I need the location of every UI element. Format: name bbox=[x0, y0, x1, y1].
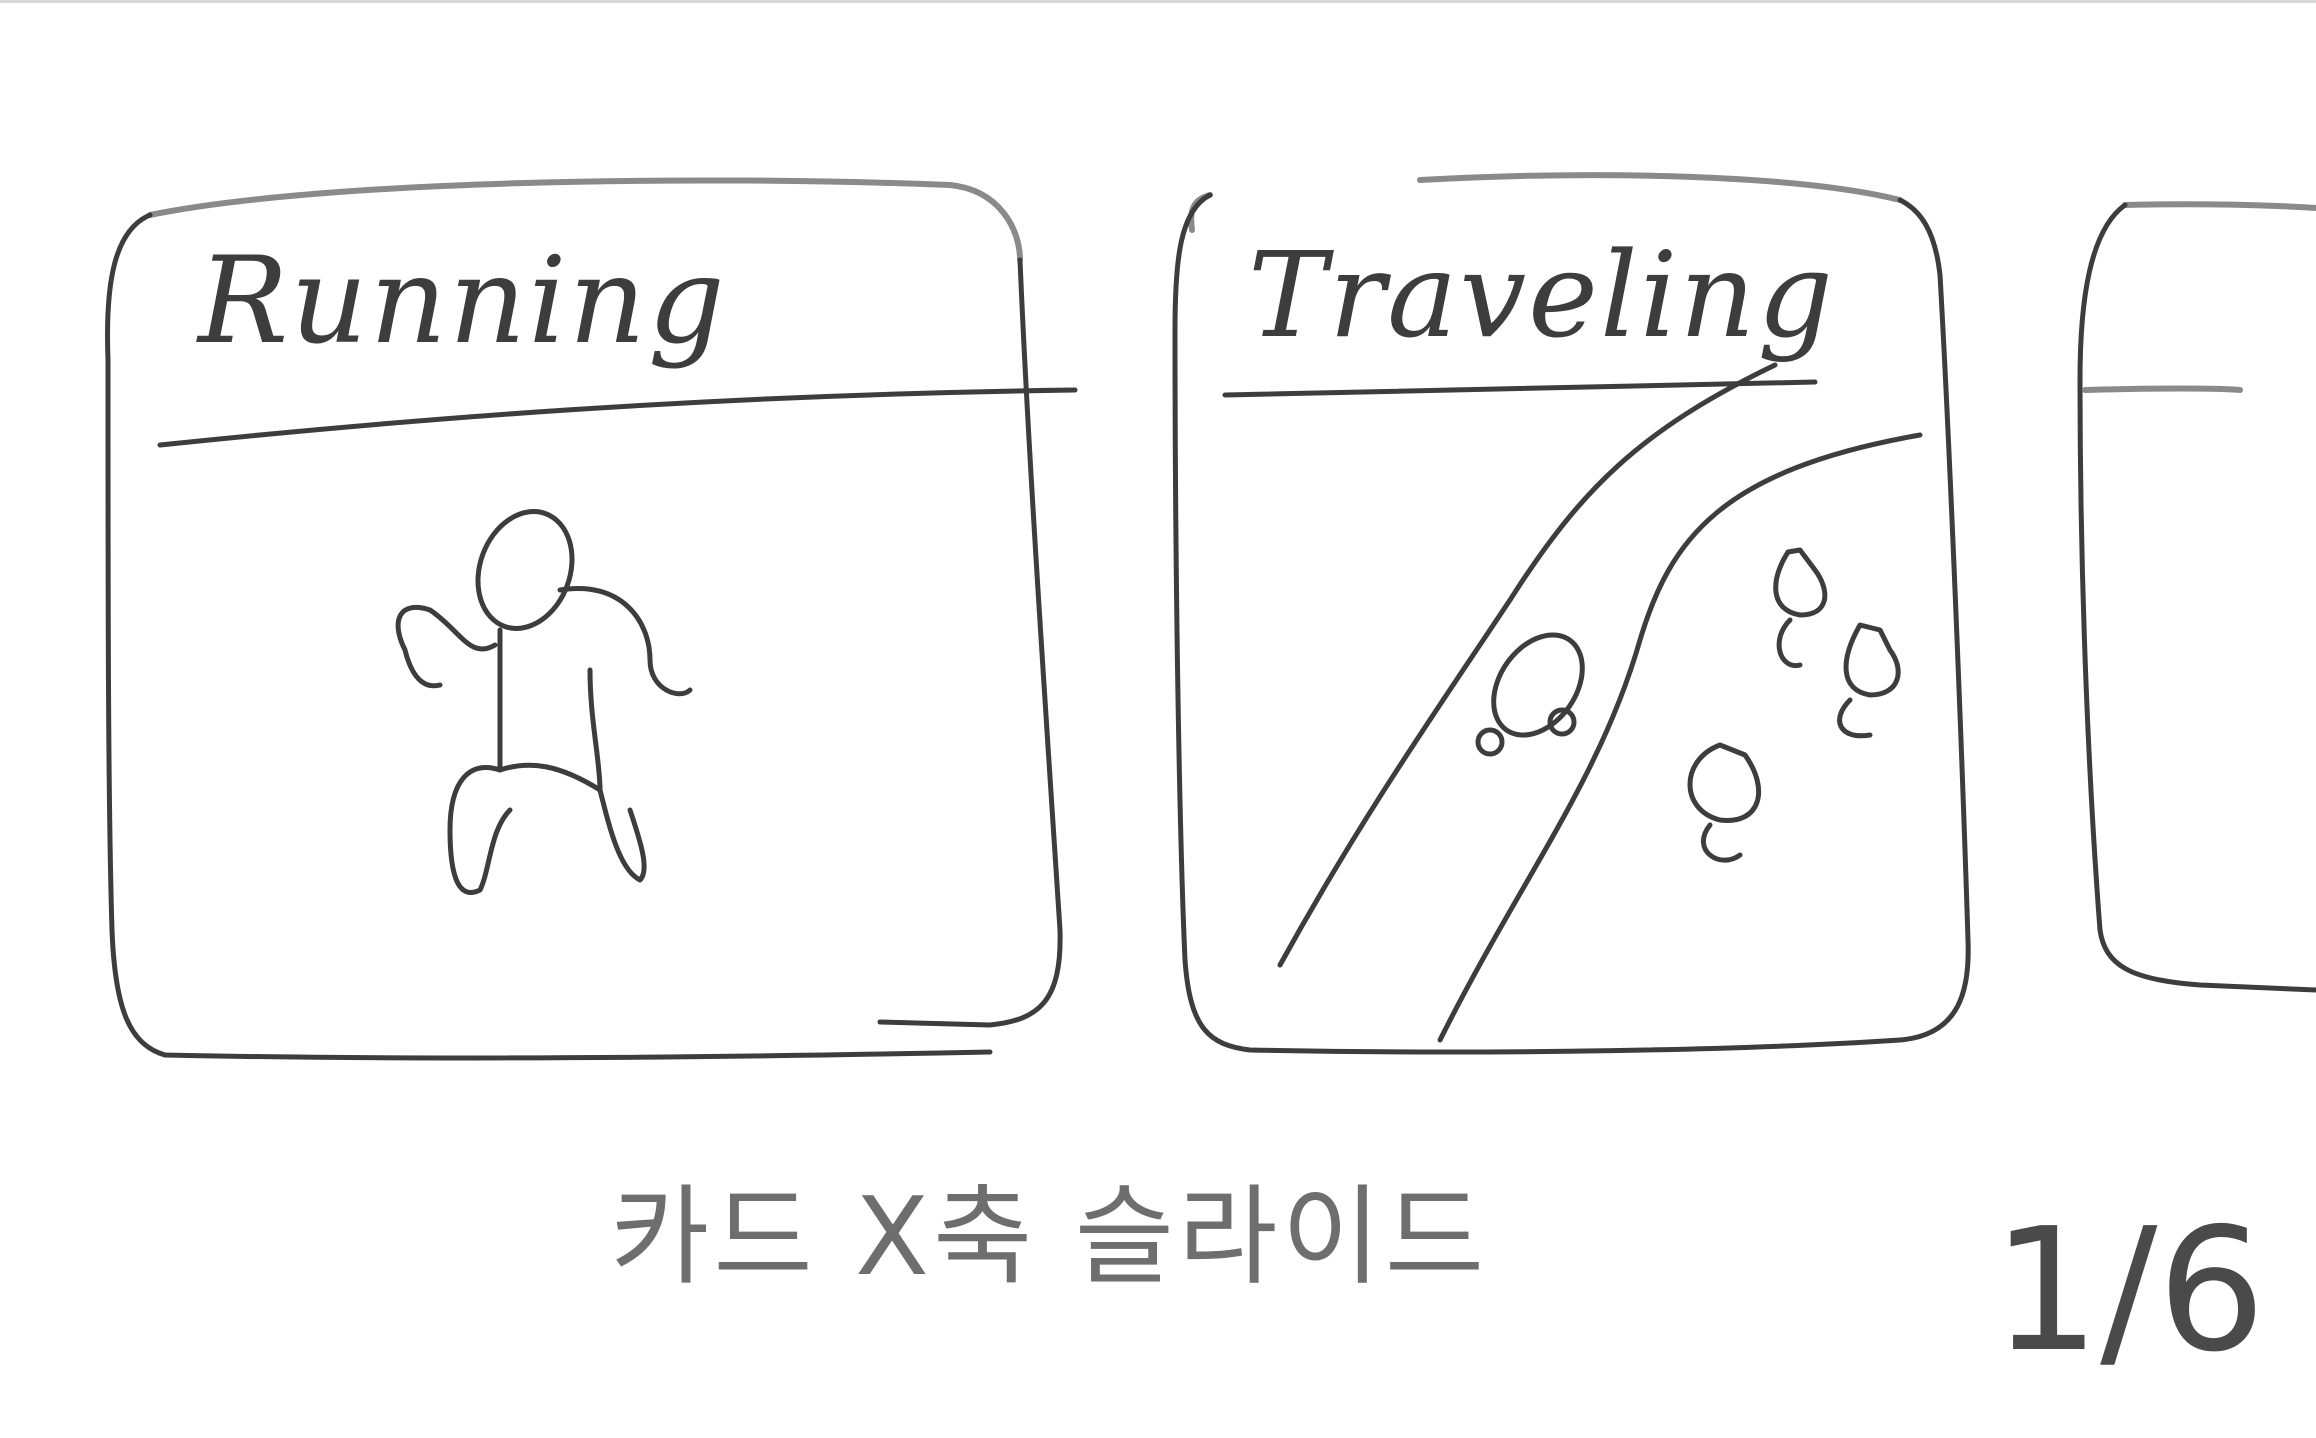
top-border bbox=[0, 0, 2316, 3]
car-icon bbox=[1491, 632, 1585, 738]
card-partial[interactable] bbox=[2077, 201, 2316, 993]
tree-icon bbox=[1687, 742, 1762, 863]
card-running[interactable] bbox=[105, 177, 1078, 1061]
card-traveling-title: Traveling bbox=[1248, 226, 1835, 364]
card-running-header-divider bbox=[157, 387, 1078, 448]
runner-figure bbox=[395, 509, 693, 895]
road-illustration bbox=[1277, 362, 1923, 1043]
tree-icon bbox=[1773, 547, 1828, 668]
carousel-caption: 카드 X축 슬라이드 bbox=[610, 1175, 1489, 1300]
tree-icon bbox=[1837, 622, 1901, 739]
card-running-title: Running bbox=[198, 232, 727, 371]
card-traveling[interactable] bbox=[1172, 172, 1971, 1055]
page-indicator: 1/6 bbox=[1992, 1192, 2266, 1390]
